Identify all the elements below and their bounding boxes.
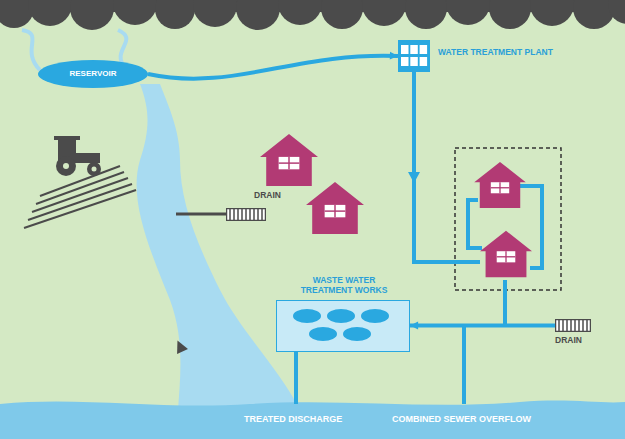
flow-arrow: [172, 338, 188, 354]
house: [474, 162, 526, 208]
grate-bar: [558, 320, 560, 331]
tank: [361, 309, 389, 323]
arrowhead: [390, 52, 398, 60]
grate-bar: [237, 209, 239, 220]
tractor: [54, 136, 101, 176]
plant-icon: [398, 40, 430, 72]
grate-bar: [574, 320, 576, 331]
node-label: DRAIN: [555, 336, 582, 346]
grate-bar: [245, 209, 247, 220]
outfall-label: COMBINED SEWER OVERFLOW: [392, 414, 531, 424]
pipe-connector: [410, 324, 555, 328]
grate-bar: [570, 320, 572, 331]
field: [24, 166, 136, 228]
outfall-label: TREATED DISCHARGE: [244, 414, 342, 424]
tank: [343, 327, 371, 341]
grate-bar: [249, 209, 251, 220]
grate-bar: [566, 320, 568, 331]
window: [410, 57, 418, 66]
tank: [293, 309, 321, 323]
node-label: RESERVOIR: [70, 69, 117, 78]
window: [420, 45, 428, 54]
window: [420, 57, 428, 66]
drain-pipe: [176, 213, 226, 216]
grate-bar: [578, 320, 580, 331]
grate-bar: [253, 209, 255, 220]
stream: [22, 30, 40, 70]
node-label: WATER TREATMENT PLANT: [438, 48, 553, 58]
pipe-connector: [148, 56, 398, 79]
property-outline: [455, 148, 561, 290]
drain-grate: DRAIN: [226, 208, 266, 221]
grate-bar: [241, 209, 243, 220]
house: [306, 182, 364, 234]
grate-bar: [261, 209, 263, 220]
house: [480, 231, 532, 277]
node-label: WASTE WATER TREATMENT WORKS: [289, 276, 399, 296]
sea: [0, 401, 625, 439]
hills: [0, 0, 625, 30]
treatment-plant: WATER TREATMENT PLANT: [398, 40, 430, 72]
grate-bar: [257, 209, 259, 220]
grate-icon: [226, 208, 266, 221]
window: [410, 45, 418, 54]
supply-pipe: [414, 72, 542, 326]
drain-grate: DRAIN: [555, 319, 591, 332]
river: [137, 84, 300, 410]
tanks: [277, 301, 408, 350]
node-label: DRAIN: [254, 191, 281, 201]
window: [401, 57, 409, 66]
treatment-works: WASTE WATER TREATMENT WORKS: [276, 300, 410, 352]
house: [260, 134, 318, 186]
grate-bar: [233, 209, 235, 220]
grate-bar: [582, 320, 584, 331]
grate-frame: [227, 209, 266, 221]
tank: [309, 327, 337, 341]
grate-bar: [586, 320, 588, 331]
grate-frame: [556, 320, 591, 332]
tank: [327, 309, 355, 323]
flow-arrow: [408, 172, 420, 183]
grate-bar: [562, 320, 564, 331]
reservoir: RESERVOIR: [38, 60, 148, 88]
grate-bar: [229, 209, 231, 220]
arrowhead: [410, 322, 418, 330]
window: [401, 45, 409, 54]
grate-icon: [555, 319, 591, 332]
